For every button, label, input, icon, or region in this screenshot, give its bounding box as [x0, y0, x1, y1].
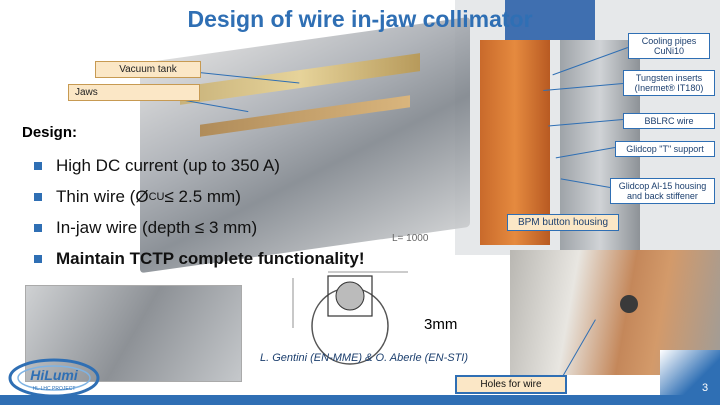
bullet-item: High DC current (up to 350 A) — [34, 150, 365, 181]
bullet-item: In-jaw wire (depth ≤ 3 mm) — [34, 212, 365, 243]
svg-text:HiLumi: HiLumi — [30, 367, 79, 383]
callout-cooling-pipes: Cooling pipes CuNi10 — [628, 33, 710, 59]
bullet-square-icon — [34, 223, 42, 232]
callout-bblrc-wire: BBLRC wire — [623, 113, 715, 129]
drawing-dimension-label: 3mm — [424, 316, 458, 333]
callout-tungsten-inserts: Tungsten inserts (Inermet® IT180) — [623, 70, 715, 96]
bullet-square-icon — [34, 161, 42, 170]
footer-bar — [0, 395, 720, 405]
design-bullet-list: High DC current (up to 350 A) Thin wire … — [34, 150, 365, 274]
hilumi-logo: HiLumi HL-LHC PROJECT — [8, 358, 100, 398]
wire-cross-section-drawing — [288, 268, 418, 368]
callout-jaws: Jaws — [68, 84, 200, 101]
callout-glidcop-housing: Glidcop Al-15 housing and back stiffener — [610, 178, 715, 204]
author-credit: L. Gentini (EN-MME) & O. Aberle (EN-STI) — [260, 352, 469, 364]
callout-bpm-button-housing: BPM button housing — [507, 214, 619, 231]
svg-text:HL-LHC PROJECT: HL-LHC PROJECT — [33, 386, 76, 392]
slide-title: Design of wire in-jaw collimator — [187, 6, 533, 32]
callout-glidcop-t-support: Glidcop "T" support — [615, 141, 715, 157]
wire-hole-photo — [620, 295, 638, 313]
design-heading: Design: — [22, 124, 78, 141]
bullet-square-icon — [34, 254, 42, 263]
cross-section-blue-part — [505, 0, 595, 40]
length-dimension-label: L= 1000 — [392, 233, 429, 244]
callout-vacuum-tank: Vacuum tank — [95, 61, 201, 78]
cross-section-copper-part — [480, 40, 550, 245]
page-number: 3 — [702, 382, 709, 394]
bullet-item: Maintain TCTP complete functionality! — [34, 243, 365, 274]
callout-holes-for-wire: Holes for wire — [455, 375, 567, 394]
bullet-square-icon — [34, 192, 42, 201]
